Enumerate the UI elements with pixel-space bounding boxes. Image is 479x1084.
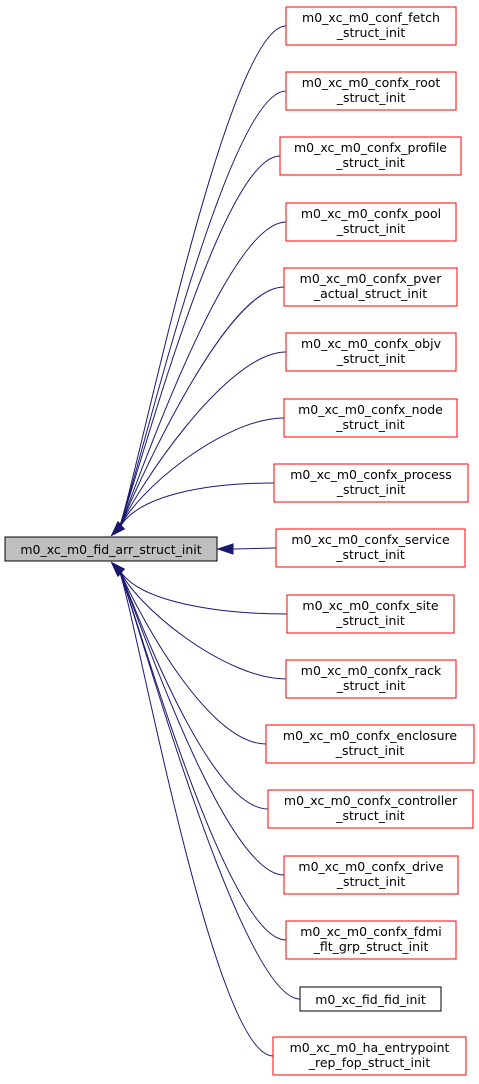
caller-node-label: m0_xc_m0_confx_node xyxy=(298,402,443,417)
caller-node[interactable]: m0_xc_m0_ha_entrypoint_rep_fop_struct_in… xyxy=(272,1036,467,1076)
call-edge xyxy=(117,482,275,532)
caller-node-label: m0_xc_m0_confx_fdmi xyxy=(300,924,442,939)
caller-node-label: _rep_fop_struct_init xyxy=(308,1055,431,1070)
call-edge xyxy=(117,566,301,1000)
caller-node-label: m0_xc_m0_confx_enclosure xyxy=(283,728,457,743)
caller-node-box xyxy=(299,986,442,1012)
caller-node-box xyxy=(285,6,457,46)
caller-node[interactable]: m0_xc_m0_confx_drive_struct_init xyxy=(283,855,459,895)
caller-node-box xyxy=(285,920,457,960)
call-edge xyxy=(117,566,269,810)
caller-node[interactable]: m0_xc_m0_confx_pool_struct_init xyxy=(285,202,457,242)
caller-node-label: _struct_init xyxy=(335,155,405,170)
caller-node-label: m0_xc_m0_confx_objv xyxy=(301,336,442,351)
caller-node[interactable]: m0_xc_m0_confx_service_struct_init xyxy=(275,528,466,568)
caller-node-label: _struct_init xyxy=(336,678,406,693)
root-node[interactable]: m0_xc_m0_fid_arr_struct_init xyxy=(4,536,218,562)
caller-node-label: m0_xc_m0_confx_process xyxy=(290,467,452,482)
caller-node-box xyxy=(267,789,474,829)
caller-node-label: _struct_init xyxy=(336,221,406,236)
caller-node-box xyxy=(285,659,457,699)
caller-node-label: _struct_init xyxy=(335,743,405,758)
caller-node-label: m0_xc_m0_confx_root xyxy=(302,75,441,90)
call-edge xyxy=(117,90,287,532)
caller-node-box xyxy=(265,724,475,764)
caller-node[interactable]: m0_xc_m0_confx_rack_struct_init xyxy=(285,659,457,699)
caller-node[interactable]: m0_xc_m0_confx_enclosure_struct_init xyxy=(265,724,475,764)
caller-node-label: m0_xc_m0_confx_site xyxy=(302,598,438,613)
caller-node-label: m0_xc_m0_confx_controller xyxy=(284,793,458,808)
arrowhead xyxy=(110,521,125,537)
caller-node-box xyxy=(285,202,457,242)
caller-node-label: m0_xc_m0_confx_drive xyxy=(298,859,443,874)
caller-node[interactable]: m0_xc_m0_confx_root_struct_init xyxy=(285,71,457,111)
caller-node-box xyxy=(275,528,466,568)
caller-node-box xyxy=(283,267,458,307)
root-node-label: m0_xc_m0_fid_arr_struct_init xyxy=(20,542,201,557)
caller-node-label: _struct_init xyxy=(336,482,406,497)
caller-node-label: m0_xc_m0_confx_profile xyxy=(294,140,447,155)
caller-node[interactable]: m0_xc_m0_confx_fdmi_flt_grp_struct_init xyxy=(285,920,457,960)
caller-node-box xyxy=(273,463,469,503)
caller-node-box xyxy=(272,1036,467,1076)
arrowhead xyxy=(216,543,234,555)
caller-node-label: _struct_init xyxy=(335,613,405,628)
caller-node[interactable]: m0_xc_m0_confx_site_struct_init xyxy=(286,594,455,634)
call-edge xyxy=(117,25,287,532)
caller-node-label: _struct_init xyxy=(336,25,406,40)
call-edge xyxy=(117,155,281,532)
caller-node-box xyxy=(285,332,457,372)
caller-node[interactable]: m0_xc_m0_confx_profile_struct_init xyxy=(279,136,462,176)
caller-node[interactable]: m0_xc_m0_conf_fetch_struct_init xyxy=(285,6,457,46)
caller-node[interactable]: m0_xc_m0_confx_objv_struct_init xyxy=(285,332,457,372)
caller-node-box xyxy=(286,594,455,634)
edges-layer xyxy=(110,25,301,1057)
caller-node-label: m0_xc_m0_conf_fetch xyxy=(302,10,440,25)
caller-node-label: _struct_init xyxy=(336,90,406,105)
caller-node-label: m0_xc_m0_confx_pool xyxy=(301,206,441,221)
caller-node[interactable]: m0_xc_m0_confx_controller_struct_init xyxy=(267,789,474,829)
caller-node-box xyxy=(279,136,462,176)
call-edge xyxy=(117,221,287,532)
caller-node[interactable]: m0_xc_m0_confx_pver_actual_struct_init xyxy=(283,267,458,307)
caller-node-label: m0_xc_m0_confx_pver xyxy=(300,271,443,286)
caller-node[interactable]: m0_xc_m0_confx_node_struct_init xyxy=(283,398,458,438)
call-edge xyxy=(232,547,277,550)
caller-node-label: _flt_grp_struct_init xyxy=(313,939,429,954)
caller-node-box xyxy=(283,398,458,438)
caller-node-box xyxy=(285,71,457,111)
call-edge xyxy=(117,566,287,941)
caller-node-label: _struct_init xyxy=(336,351,406,366)
nodes-layer: m0_xc_m0_fid_arr_struct_init m0_xc_m0_co… xyxy=(4,6,475,1076)
caller-node-label: _actual_struct_init xyxy=(313,286,427,301)
caller-node-label: _struct_init xyxy=(336,874,406,889)
call-edge xyxy=(117,417,285,532)
root-node-box xyxy=(4,536,218,562)
call-edge xyxy=(117,566,274,1057)
call-edge xyxy=(117,566,288,615)
caller-node[interactable]: m0_xc_fid_fid_init xyxy=(299,986,442,1012)
caller-node-label: _struct_init xyxy=(335,547,405,562)
call-edge xyxy=(117,351,287,532)
caller-node-label: m0_xc_m0_confx_service xyxy=(291,532,450,547)
caller-node-label: _struct_init xyxy=(335,808,405,823)
arrowhead xyxy=(110,561,125,577)
caller-node-label: m0_xc_m0_ha_entrypoint xyxy=(290,1040,450,1055)
call-edge xyxy=(117,566,285,876)
call-edge xyxy=(117,566,267,745)
caller-node-label: _struct_init xyxy=(335,417,405,432)
caller-node-box xyxy=(283,855,459,895)
call-edge xyxy=(117,286,285,532)
caller-node-label: m0_xc_m0_confx_rack xyxy=(301,663,442,678)
call-edge xyxy=(117,566,287,680)
caller-node[interactable]: m0_xc_m0_confx_process_struct_init xyxy=(273,463,469,503)
caller-node-label: m0_xc_fid_fid_init xyxy=(315,992,426,1007)
